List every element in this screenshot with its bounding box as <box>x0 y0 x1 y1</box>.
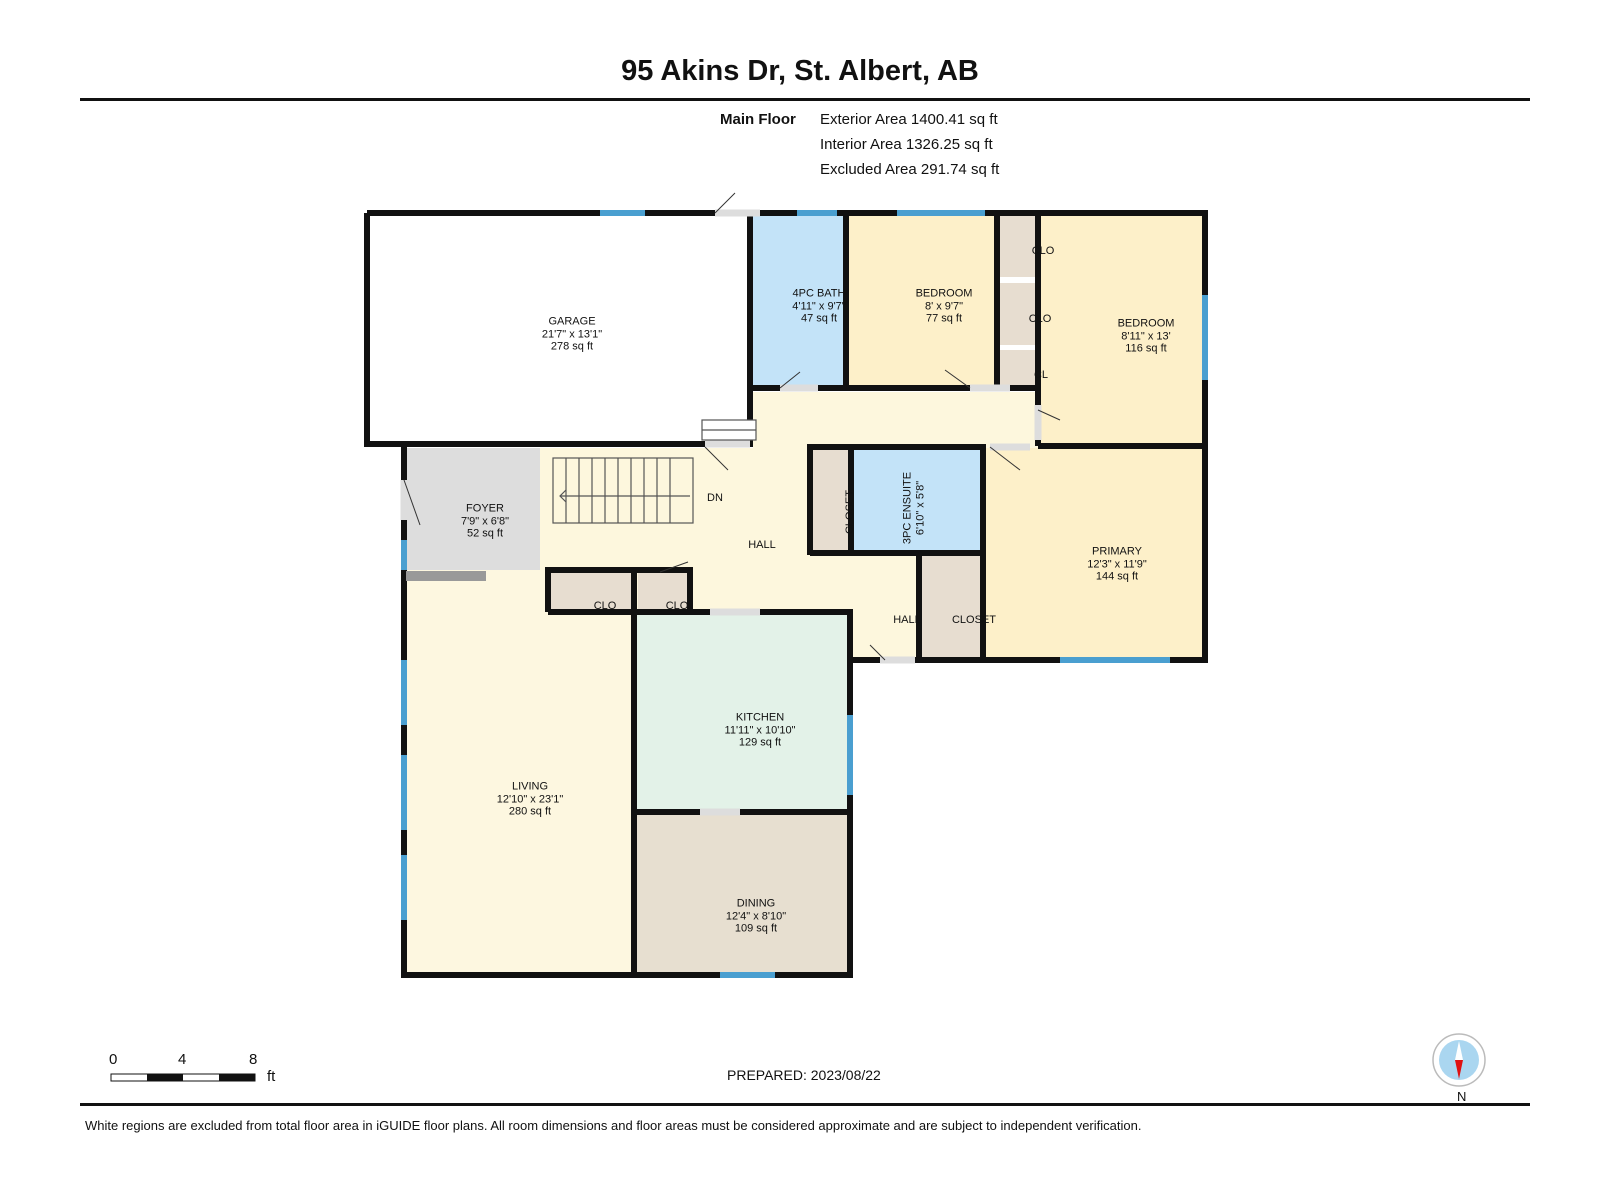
disclaimer: White regions are excluded from total fl… <box>85 1118 1142 1133</box>
clo4-fill <box>638 572 688 612</box>
kitchen-fill <box>636 615 850 810</box>
room-4pc-bath: 4PC BATH 4'11" x 9'7" 47 sq ft <box>792 287 845 325</box>
room-dims: 12'3" x 11'9" <box>1087 557 1147 570</box>
room-name: GARAGE <box>548 315 596 328</box>
top-divider <box>80 98 1530 101</box>
room-dims: 7'9" x 6'8" <box>460 514 510 527</box>
walls <box>364 210 1208 978</box>
room-dims: 11'11" x 10'10" <box>724 723 796 736</box>
room-area: 280 sq ft <box>508 805 552 818</box>
bottom-divider <box>80 1103 1530 1106</box>
room-clo-4: CLO <box>665 599 689 612</box>
bath-fill <box>753 213 846 391</box>
room-dims: 21'7" x 13'1" <box>541 327 603 340</box>
bedroom1-fill <box>848 213 996 391</box>
room-area: 116 sq ft <box>1125 342 1167 355</box>
room-hall: HALL <box>748 538 776 551</box>
living-fill <box>404 570 632 975</box>
room-name: KITCHEN <box>735 711 785 724</box>
bedroom2-fill <box>1040 213 1203 446</box>
room-name: BEDROOM <box>1117 317 1175 330</box>
prepared-date: PREPARED: 2023/08/22 <box>727 1067 881 1083</box>
stairs <box>552 419 757 524</box>
room-area: 77 sq ft <box>925 312 963 325</box>
room-cl: CL <box>1033 368 1049 381</box>
clo2-fill <box>1000 283 1036 345</box>
hall-corridor-fill <box>753 392 1043 448</box>
hall2-fill <box>850 555 920 660</box>
room-dims: 12'4" x 8'10" <box>725 909 787 922</box>
page-title: 95 Akins Dr, St. Albert, AB <box>621 55 979 87</box>
north-label: N <box>1457 1089 1467 1104</box>
scale-tick-0: 0 <box>109 1051 118 1068</box>
room-dining: DINING 12'4" x 8'10" 109 sq ft <box>726 897 786 935</box>
room-name: DINING <box>736 897 776 910</box>
compass-icon <box>1432 1033 1486 1087</box>
room-dims: 4'11" x 9'7" <box>792 299 846 312</box>
ensuite-fill <box>853 450 980 550</box>
foyer-fill <box>404 448 540 570</box>
scale-unit: ft <box>267 1068 276 1085</box>
room-hall-2: HALL <box>893 613 921 626</box>
scale-tick-8: 8 <box>249 1051 258 1068</box>
clo3-fill <box>548 572 632 612</box>
room-dims: 8'11" x 13' <box>1121 329 1171 342</box>
room-area: 47 sq ft <box>800 312 838 325</box>
scale-tick-4: 4 <box>178 1051 187 1068</box>
dining-fill <box>632 812 850 975</box>
garage-wall <box>364 213 404 447</box>
room-name: LIVING <box>511 780 549 793</box>
room-name: BEDROOM <box>915 287 973 300</box>
room-bedroom-2: BEDROOM 8'11" x 13' 116 sq ft <box>1118 317 1175 355</box>
room-dims: 12'10" x 23'1" <box>496 792 564 805</box>
room-name: PRIMARY <box>1092 545 1142 558</box>
room-area: 129 sq ft <box>738 736 782 749</box>
room-dims: 6'10" x 5'8" <box>914 480 926 536</box>
floor-name: Main Floor <box>720 111 796 128</box>
stairs-down-label: DN <box>707 491 723 504</box>
room-clo-2: CLO <box>1028 312 1052 325</box>
wall <box>807 444 986 660</box>
exterior-wall <box>367 210 1208 978</box>
closet2-fill <box>920 555 980 660</box>
room-area: 278 sq ft <box>550 340 594 353</box>
room-bedroom-1: BEDROOM 8' x 9'7" 77 sq ft <box>916 287 973 325</box>
room-clo-3: CLO <box>593 599 617 612</box>
scale-bar <box>110 1073 256 1082</box>
foyer-bench <box>406 571 486 581</box>
cl-fill <box>1000 350 1036 386</box>
room-clo-1: CLO <box>1031 244 1055 257</box>
exterior-area: Exterior Area 1400.41 sq ft <box>820 111 998 128</box>
room-area: 144 sq ft <box>1095 570 1139 583</box>
room-name: 4PC BATH <box>792 287 846 300</box>
door-swings <box>403 192 1061 661</box>
room-dims: 8' x 9'7" <box>924 299 964 312</box>
room-area: 109 sq ft <box>734 922 778 935</box>
primary-fill <box>983 448 1203 660</box>
room-living: LIVING 12'10" x 23'1" 280 sq ft <box>497 780 563 818</box>
room-garage: GARAGE 21'7" x 13'1" 278 sq ft <box>542 315 602 353</box>
room-primary: PRIMARY 12'3" x 11'9" 144 sq ft <box>1087 545 1147 583</box>
room-kitchen: KITCHEN 11'11" x 10'10" 129 sq ft <box>725 711 796 749</box>
door-openings <box>400 209 1042 816</box>
room-area: 52 sq ft <box>466 527 504 540</box>
interior-area: Interior Area 1326.25 sq ft <box>820 136 993 153</box>
clo1-fill <box>1000 215 1038 277</box>
room-foyer: FOYER 7'9" x 6'8" 52 sq ft <box>461 502 509 540</box>
room-name: FOYER <box>466 502 504 515</box>
room-name: 3PC ENSUITE <box>901 471 914 545</box>
room-closet-1: CLOSET <box>843 489 856 535</box>
closet1-fill <box>810 450 850 555</box>
excluded-area: Excluded Area 291.74 sq ft <box>820 161 1000 178</box>
room-closet-2: CLOSET <box>951 613 997 626</box>
room-3pc-ensuite: 3PC ENSUITE 6'10" x 5'8" <box>902 472 927 544</box>
windows <box>401 210 1208 978</box>
